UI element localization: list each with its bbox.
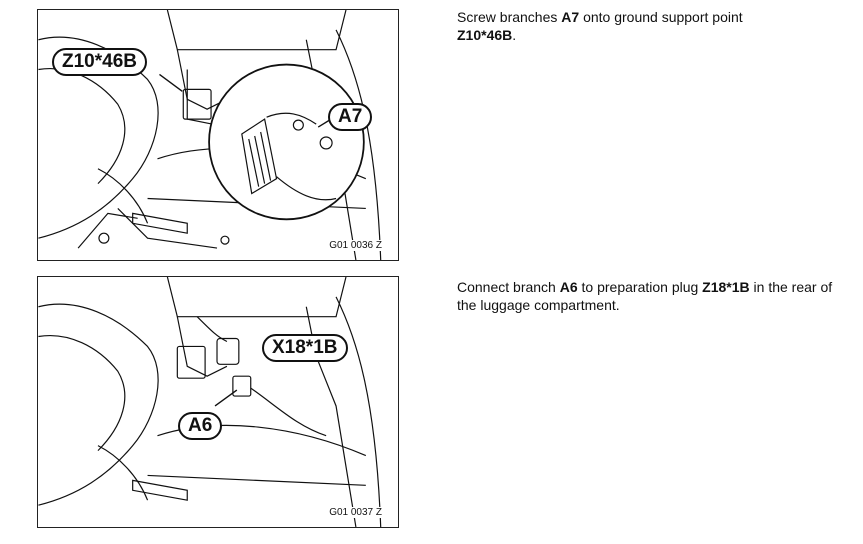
callout-a6: A6 xyxy=(178,412,223,440)
step-text: to preparation plug xyxy=(577,279,703,295)
instruction-step: Connect branch A6 to preparation plug Z1… xyxy=(457,278,837,314)
engine-bay-line-drawing xyxy=(38,10,382,260)
step-text: . xyxy=(512,27,517,43)
figure-code: G01 0037 Z xyxy=(327,507,384,518)
step-text: Connect branch xyxy=(457,279,560,295)
instruction-step: Screw branches A7 onto ground support po… xyxy=(457,8,837,44)
luggage-compartment-line-drawing xyxy=(38,277,382,527)
step-ref-z10-46b: Z10*46B xyxy=(457,27,513,43)
step-text: in the rear of the luggage compartment. xyxy=(457,279,833,313)
step-text: onto ground support point xyxy=(579,9,743,25)
step-ref-a7: A7 xyxy=(561,9,580,25)
step-text: Screw branches xyxy=(457,9,562,25)
figure-code: G01 0036 Z xyxy=(327,240,384,251)
step-ref-z18-1b: Z18*1B xyxy=(702,279,750,295)
callout-x18-1b: X18*1B xyxy=(262,334,348,362)
step-ref-a6: A6 xyxy=(559,279,578,295)
figure-ground-support-point: Z10*46B A7 G01 0036 Z xyxy=(37,9,399,261)
figure-preparation-plug: X18*1B A6 G01 0037 Z xyxy=(37,276,399,528)
callout-z10-46b: Z10*46B xyxy=(52,48,147,76)
callout-a7: A7 xyxy=(328,103,373,131)
